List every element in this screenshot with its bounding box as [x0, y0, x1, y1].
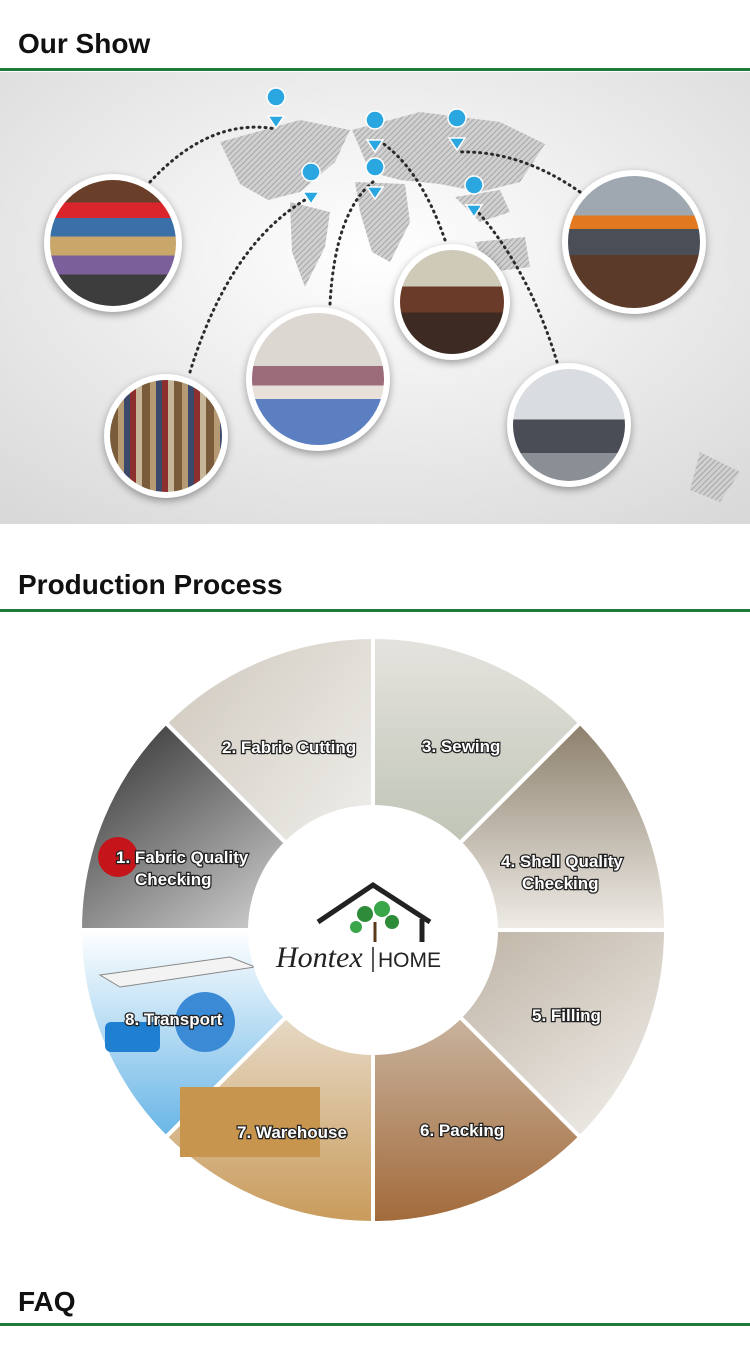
red-fabric-roll-shape	[98, 837, 138, 877]
logo-circle	[248, 805, 498, 1055]
step-3-label: 3. Sewing	[422, 737, 500, 756]
photo-exhibition-booth	[44, 174, 182, 312]
step-1-label-line1: 1. Fabric Quality	[116, 848, 249, 867]
pin-icon	[301, 162, 321, 206]
production-process-divider	[0, 609, 750, 612]
pin-icon	[365, 157, 385, 201]
bus-shape	[105, 1022, 160, 1052]
step-4-label-line1: 4. Shell Quality	[501, 852, 623, 871]
step-5-label: 5. Filling	[532, 1006, 601, 1025]
faq-divider	[0, 1323, 750, 1326]
step-6-label: 6. Packing	[420, 1121, 504, 1140]
faq-title: FAQ	[18, 1286, 76, 1317]
production-process-wheel: Hontex HOME 1. Fabric Quality Checking 2…	[77, 634, 669, 1226]
pin-icon	[266, 87, 286, 130]
logo-home-text: HOME	[378, 949, 441, 972]
photo-showroom	[246, 307, 390, 451]
world-map-showcase	[0, 72, 750, 524]
pin-icon	[365, 110, 385, 154]
photo-client-meeting	[562, 170, 706, 314]
location-pins	[266, 87, 484, 219]
house-tree-logo-icon	[316, 882, 432, 942]
logo-script-text: Hontex	[275, 941, 363, 974]
route-lines	[148, 125, 582, 374]
step-4-label-line2: Checking	[522, 874, 599, 893]
pin-icon	[464, 175, 484, 219]
step-7-label: 7. Warehouse	[237, 1123, 347, 1142]
step-8-label: 8. Transport	[125, 1010, 223, 1029]
globe-icon	[175, 992, 235, 1052]
step-1-label-line2: Checking	[135, 870, 212, 889]
our-show-title: Our Show	[18, 28, 151, 59]
cardboard-boxes-shape	[180, 1087, 320, 1157]
photo-meeting-room	[394, 244, 510, 360]
our-show-divider	[0, 68, 750, 71]
photo-factory-visit	[507, 363, 631, 487]
photo-fabric-rolls	[104, 374, 228, 498]
pin-icon	[447, 108, 467, 152]
production-process-title: Production Process	[18, 569, 283, 600]
step-2-label: 2. Fabric Cutting	[222, 738, 356, 757]
